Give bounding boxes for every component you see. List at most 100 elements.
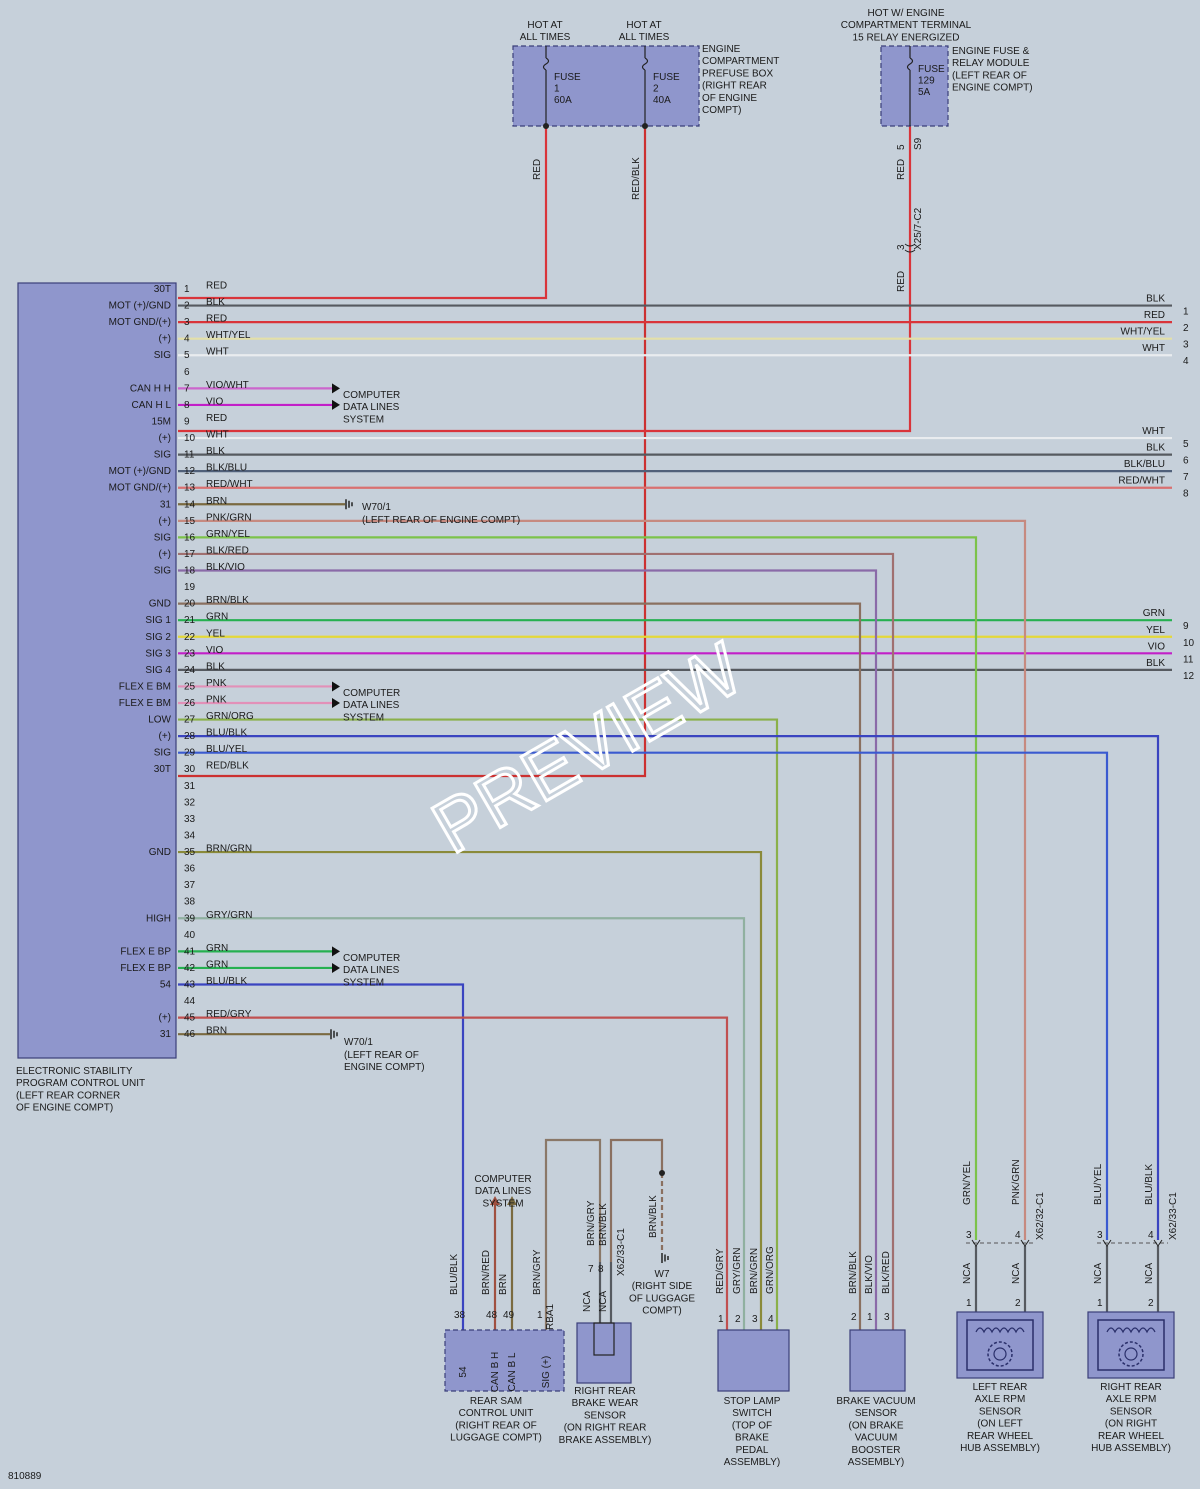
splice-dot: [659, 1170, 665, 1176]
fuse-1-label: 1: [554, 84, 560, 95]
wire-color-label: BRN/GRY: [586, 1200, 597, 1246]
fuse-129-label: FUSE: [918, 64, 945, 75]
wire-color-label: GRN: [1143, 608, 1165, 619]
wire-pin35-stop-lamp: [178, 850, 763, 1330]
computer-data-lines-label: SYSTEM: [343, 712, 384, 723]
wire-fuse129-pin9: [178, 126, 912, 433]
sam-pin-label: CAN B H: [490, 1352, 501, 1393]
wire-color-label: BRN/GRN: [206, 844, 252, 855]
ecu-pin-signal: SIG: [154, 350, 171, 361]
wire-fuse1-pin1: [178, 126, 548, 300]
brake-wear-label: RIGHT REAR: [574, 1386, 636, 1397]
ecu-pin-number: 34: [184, 830, 196, 841]
wire-color-label: WHT/YEL: [206, 330, 251, 341]
wire-color-label: RED: [206, 281, 227, 292]
pin-number: 2: [1015, 1298, 1021, 1309]
reference-number: 7: [1183, 472, 1189, 483]
esp-control-unit-label: PROGRAM CONTROL UNIT: [16, 1078, 145, 1089]
ecu-pin-signal: GND: [149, 847, 171, 858]
reference-number: 11: [1183, 654, 1194, 665]
rear-sam-control-unit: [444, 1329, 565, 1392]
wire-color-label: GRY/GRN: [732, 1248, 743, 1295]
wire-color-label: RED/BLK: [631, 157, 642, 200]
pin-number: 3: [884, 1312, 890, 1323]
ecu-pin-signal: 31: [160, 1029, 172, 1040]
ecu-pin-signal: 54: [160, 980, 172, 991]
wire-color-label: BLK: [206, 297, 225, 308]
wire-color-label: GRN/ORG: [206, 711, 254, 722]
brake-vacuum-label: ASSEMBLY): [848, 1457, 905, 1468]
wire-color-label: BLK: [206, 446, 225, 457]
pin-number: 1: [867, 1312, 873, 1323]
ecu-pin-number: 21: [184, 615, 196, 626]
ecu-pin-number: 2: [184, 301, 190, 312]
ecu-pin-signal: MOT (+)/GND: [109, 301, 171, 312]
ecu-pin-signal: (+): [159, 1013, 172, 1024]
preview-watermark: PREVIEW: [419, 627, 756, 870]
ecu-pin-number: 35: [184, 847, 196, 858]
pin-number: 49: [503, 1310, 515, 1321]
ecu-pin-number: 19: [184, 582, 196, 593]
pin-number: 2: [1148, 1298, 1154, 1309]
wire-color-label: BLU/YEL: [206, 744, 248, 755]
wire-color-label: GRN/ORG: [765, 1246, 776, 1294]
ecu-pin-number: 30: [184, 764, 196, 775]
ecu-pin-signal: SIG 2: [145, 632, 171, 643]
wire-color-label: BLK: [1146, 443, 1165, 454]
ecu-pin-signal: FLEX E BP: [120, 946, 171, 957]
pin-number: 1: [1097, 1298, 1103, 1309]
ecu-pin-number: 8: [184, 400, 190, 411]
ground-w70-icon: [330, 1029, 338, 1040]
wire-pin39-stop-lamp: [178, 917, 746, 1330]
ecu-pin-number: 5: [184, 350, 190, 361]
reference-number: 3: [1183, 340, 1189, 351]
data-line-arrow: [332, 399, 340, 410]
connector-label: X25/7-C2: [913, 207, 924, 250]
left-rear-axle-rpm-sensor-label: AXLE RPM: [975, 1394, 1026, 1405]
nca-label: NCA: [598, 1291, 609, 1312]
wire-color-label: WHT: [1142, 343, 1165, 354]
left-rear-axle-rpm-sensor: [956, 1311, 1044, 1379]
wire-brake-wear-w7: [609, 1138, 664, 1262]
pin-number: 1: [718, 1314, 724, 1325]
left-rear-axle-rpm-sensor-label: LEFT REAR: [973, 1382, 1028, 1393]
nca-label: NCA: [1093, 1263, 1104, 1284]
ecu-pin-number: 16: [184, 532, 196, 543]
connector-symbol: [1102, 1239, 1163, 1247]
ecu-pin-number: 38: [184, 897, 196, 908]
wire-pin17-vacuum: [178, 552, 895, 1330]
brake-wear-contact: [593, 1322, 615, 1356]
wire-color-label: RED/WHT: [206, 479, 253, 490]
inline-connector-symbol: [904, 243, 916, 253]
computer-data-lines-label: DATA LINES: [343, 402, 400, 413]
pin-number: 3: [896, 244, 907, 250]
wire-color-label: BRN/RED: [481, 1250, 492, 1295]
computer-data-lines-label: COMPUTER: [343, 953, 400, 964]
ecu-pin-number: 10: [184, 433, 196, 444]
wire-color-label: BRN: [498, 1274, 509, 1295]
stop-lamp-label: STOP LAMP: [724, 1396, 781, 1407]
ecu-pin-number: 6: [184, 367, 190, 378]
prefuse-box-label: COMPARTMENT: [702, 56, 779, 67]
prefuse-box-label: PREFUSE BOX: [702, 68, 773, 79]
ecu-pin-signal: GND: [149, 599, 171, 610]
right-rear-axle-rpm-sensor-label: AXLE RPM: [1106, 1394, 1157, 1405]
wire-color-label: WHT: [1142, 426, 1165, 437]
ground-label: COMPT): [642, 1306, 681, 1317]
hot-at-all-times-label: HOT AT: [626, 20, 661, 31]
stop-lamp-label: (TOP OF: [732, 1420, 772, 1431]
reference-number: 5: [1183, 439, 1189, 450]
ground-w70-icon: [345, 499, 353, 510]
ecu-pin-signal: (+): [159, 549, 172, 560]
ecu-pin-number: 13: [184, 483, 196, 494]
ecu-pin-signal: 30T: [154, 764, 171, 775]
ground-label: W70/1: [362, 502, 391, 513]
right-rear-axle-rpm-sensor-label: (ON RIGHT: [1105, 1419, 1157, 1430]
wire-color-label: GRN: [206, 959, 228, 970]
fuse-2-label: FUSE: [653, 72, 680, 83]
wire-pin43-sam: [178, 983, 465, 1330]
ecu-pin-number: 7: [184, 383, 190, 394]
wire-color-label: BRN/BLK: [206, 595, 249, 606]
wire-color-label: BLK/RED: [881, 1251, 892, 1294]
